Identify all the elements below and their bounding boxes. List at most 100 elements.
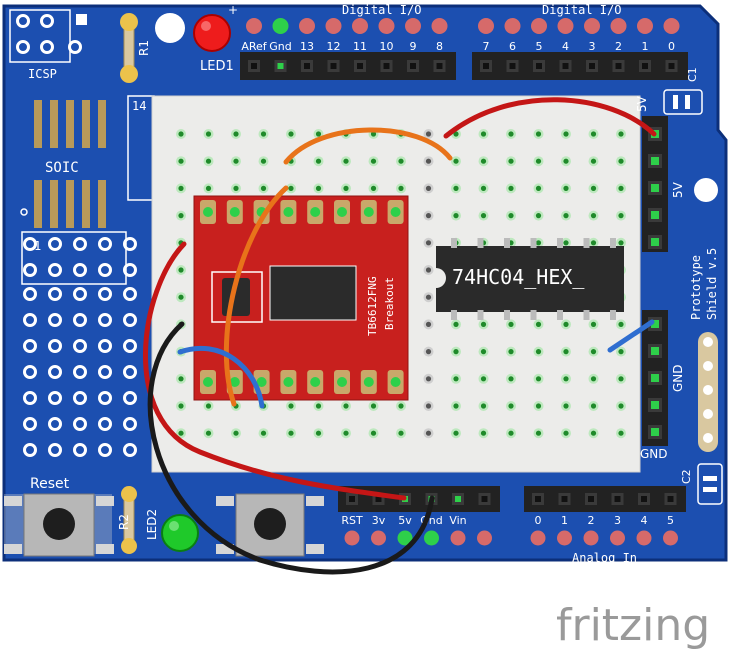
left-hole — [23, 391, 37, 405]
rail-gnd-label-bottom: GND — [640, 447, 668, 461]
breakout-label-line2: Breakout — [383, 277, 396, 330]
wire-blue-gnd — [607, 319, 655, 353]
soic-label: SOIC — [45, 160, 79, 176]
resistor-r2: R2 — [117, 486, 137, 554]
breadboard-hole-center — [425, 185, 432, 191]
breadboard-hole-center — [315, 430, 322, 436]
breakout-pad-hole — [337, 377, 347, 387]
analog-in-label: Analog In — [572, 551, 637, 565]
left-hole — [98, 313, 112, 327]
breadboard-hole-center — [315, 403, 322, 409]
analog-pin-pad — [557, 530, 572, 546]
breadboard-hole-center — [590, 321, 597, 327]
left-hole — [123, 391, 137, 405]
rail-socket-hole — [651, 157, 659, 165]
breadboard-hole-center — [590, 349, 597, 355]
breadboard-hole-center — [260, 158, 267, 164]
header-socket-hole — [304, 63, 310, 69]
top-pin-pad — [352, 18, 368, 34]
dip-leg — [557, 238, 563, 248]
breadboard-hole-center — [425, 321, 432, 327]
c1-label: C1 — [686, 67, 699, 82]
capacitor-c2: C2 — [680, 463, 723, 505]
header-socket-hole — [642, 63, 648, 69]
soic-hole — [48, 263, 62, 277]
breadboard-hole-center — [563, 403, 569, 409]
breadboard-hole-center — [590, 131, 597, 137]
left-hole — [123, 313, 137, 327]
breadboard-hole-center — [480, 158, 487, 164]
breadboard-hole-center — [343, 430, 349, 436]
top-pin-pad — [299, 18, 315, 34]
left-hole — [48, 287, 62, 301]
wire-red-long — [143, 241, 407, 501]
reset-button[interactable]: Reset — [4, 476, 114, 557]
left-hole — [98, 339, 112, 353]
breadboard-hole-center — [618, 213, 624, 219]
breadboard-hole-center — [288, 403, 294, 409]
breakout-pad-hole — [256, 377, 267, 387]
icsp-label: ICSP — [28, 67, 57, 81]
breadboard-hole-center — [205, 430, 212, 436]
top-pin-label: 13 — [300, 40, 314, 53]
breadboard-hole-center — [480, 376, 487, 382]
header-socket-hole — [615, 63, 622, 69]
breadboard-hole-center — [618, 430, 624, 436]
breadboard-hole-center — [425, 376, 432, 382]
left-hole — [73, 339, 87, 353]
breadboard-hole-center — [590, 430, 597, 436]
header-socket-hole — [588, 496, 594, 502]
led1-label: LED1 — [200, 59, 234, 74]
left-hole — [73, 417, 87, 431]
top-pin-label: 2 — [615, 40, 622, 53]
push-button-2[interactable] — [216, 493, 324, 557]
top-pin-pad — [531, 18, 547, 34]
analog-pin-pad — [530, 530, 546, 546]
breadboard-hole-center — [260, 185, 267, 191]
dip-leg — [530, 310, 537, 320]
rail-socket-hole — [651, 401, 659, 409]
breakout-pad-hole — [283, 377, 294, 387]
analog-header — [524, 486, 686, 512]
analog-pin-label: 5 — [667, 514, 674, 527]
breakout-pad-hole — [390, 377, 401, 387]
analog-pin-pad — [663, 530, 678, 546]
left-hole — [73, 443, 87, 457]
r1-label: R1 — [137, 40, 151, 56]
analog-pin-label: 4 — [641, 514, 648, 527]
rail-5v-label-mid: 5V — [671, 181, 685, 198]
soic-hole — [73, 263, 87, 277]
soic-hole — [48, 237, 62, 251]
breadboard-hole-center — [563, 131, 569, 137]
breadboard-hole-center — [618, 131, 624, 137]
header-socket-hole — [481, 496, 488, 502]
header-socket-hole — [251, 63, 257, 69]
breadboard-hole-center — [178, 131, 184, 137]
breadboard-hole-center — [508, 185, 514, 191]
breadboard-hole-center — [480, 349, 487, 355]
breakout-pad-hole — [337, 207, 347, 217]
breadboard-hole-center — [288, 185, 294, 191]
top-pin-pad — [663, 18, 680, 34]
left-hole — [23, 365, 37, 379]
left-hole — [23, 287, 37, 301]
digital-io-label-right: Digital I/O — [542, 3, 621, 17]
breadboard-hole-center — [178, 376, 184, 382]
top-pin-label: 10 — [380, 40, 394, 53]
top-pin-pad — [584, 18, 600, 34]
board-name-line1: Prototype — [689, 255, 703, 320]
dip-leg — [530, 238, 537, 248]
dip-leg — [451, 310, 457, 320]
right-edge-pads — [698, 332, 718, 452]
breadboard-hole-center — [480, 430, 487, 436]
left-hole-grid — [23, 237, 137, 457]
breakout-pad-hole — [390, 207, 401, 217]
header-socket-hole — [410, 63, 416, 69]
rail-socket-hole — [651, 184, 659, 192]
analog-pin-label: 2 — [588, 514, 595, 527]
top-pin-pad — [637, 18, 653, 34]
breadboard-hole-center — [425, 349, 432, 355]
header-socket-hole — [668, 63, 675, 69]
